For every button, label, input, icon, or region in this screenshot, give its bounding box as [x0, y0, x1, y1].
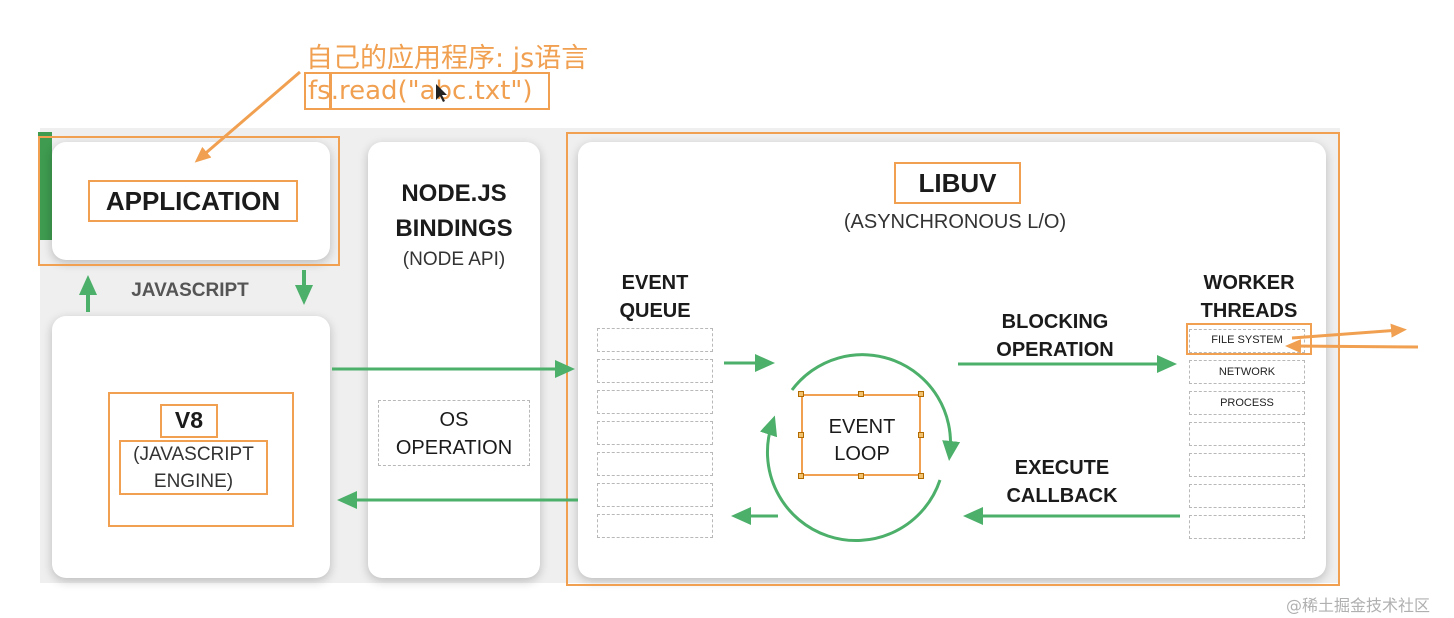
worker-slot — [1189, 360, 1305, 384]
worker-threads-title: WORKER THREADS — [1200, 272, 1298, 322]
libuv-subtitle: (ASYNCHRONOUS L/O) — [843, 211, 1067, 233]
application-card — [52, 142, 330, 260]
javascript-label: JAVASCRIPT — [131, 280, 249, 301]
libuv-title-box — [894, 162, 1021, 204]
worker-item-network: NETWORK — [1218, 366, 1276, 378]
v8-subtitle: (JAVASCRIPT ENGINE) — [133, 444, 254, 492]
selection-handle — [798, 391, 804, 397]
event-queue-slots — [597, 328, 713, 544]
bindings-card — [368, 142, 540, 578]
code-rest-box — [330, 72, 550, 110]
selection-handle — [858, 391, 864, 397]
v8-subtitle-box — [119, 440, 268, 495]
v8-outer-box — [108, 392, 294, 527]
worker-slots — [1189, 329, 1305, 545]
code-prefix: fs — [308, 76, 331, 106]
selection-handle — [798, 473, 804, 479]
os-operation-label: OS OPERATION — [395, 409, 513, 459]
selection-handle — [918, 391, 924, 397]
os-operation-box — [378, 400, 530, 466]
queue-slot — [597, 421, 713, 445]
annotation-arrow — [194, 70, 301, 163]
queue-slot — [597, 452, 713, 476]
worker-slot — [1189, 515, 1305, 539]
worker-slot — [1189, 453, 1305, 477]
event-loop-arc-bottom — [759, 415, 942, 543]
cursor-icon — [436, 84, 447, 102]
blocking-operation-label: BLOCKING OPERATION — [996, 311, 1114, 361]
application-label: APPLICATION — [105, 186, 281, 216]
selection-handle — [858, 473, 864, 479]
worker-item-process: PROCESS — [1220, 397, 1274, 409]
accent-stripe — [38, 132, 52, 240]
event-loop-label: EVENT LOOP — [828, 416, 896, 465]
v8-card — [52, 316, 330, 578]
file-system-highlight — [1186, 323, 1312, 355]
application-outer-box — [38, 136, 340, 266]
execute-callback-label: EXECUTE CALLBACK — [1006, 457, 1118, 507]
selection-handle — [798, 432, 804, 438]
queue-slot — [597, 390, 713, 414]
worker-slot — [1189, 422, 1305, 446]
worker-slot — [1189, 329, 1305, 353]
code-rest: .read("abc.txt") — [330, 76, 533, 106]
queue-slot — [597, 359, 713, 383]
worker-slot — [1189, 484, 1305, 508]
v8-title: V8 — [174, 407, 204, 433]
queue-slot — [597, 328, 713, 352]
file-system-out-arrow — [1291, 323, 1407, 340]
libuv-title: LIBUV — [918, 168, 997, 198]
selection-handle — [918, 432, 924, 438]
application-inner-box — [88, 180, 298, 222]
v8-title-box — [160, 404, 218, 438]
annotation-title: 自己的应用程序: js语言 — [306, 43, 589, 74]
file-system-in-arrow — [1285, 339, 1419, 354]
queue-slot — [597, 514, 713, 538]
bindings-subtitle: (NODE API) — [402, 249, 506, 270]
code-line: fs.read("abc.txt") — [308, 76, 533, 106]
libuv-outer-box — [566, 132, 1340, 586]
event-queue-title: EVENT QUEUE — [619, 272, 691, 322]
bindings-title: NODE.JS BINDINGS — [395, 180, 513, 242]
selection-handle — [918, 473, 924, 479]
watermark: @稀土掘金技术社区 — [1286, 596, 1431, 615]
worker-item-file-system: FILE SYSTEM — [1211, 334, 1283, 346]
worker-slot — [1189, 391, 1305, 415]
event-loop-arc-top — [790, 353, 961, 461]
queue-slot — [597, 483, 713, 507]
